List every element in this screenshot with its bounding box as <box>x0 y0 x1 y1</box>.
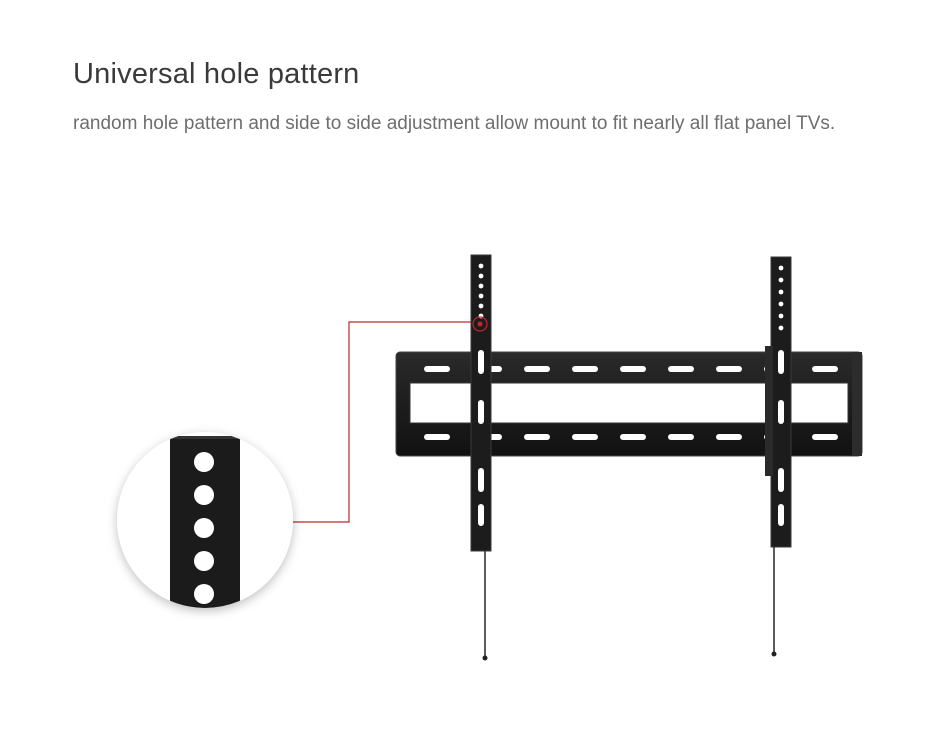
zoom-callout-circle <box>117 432 293 608</box>
page-title: Universal hole pattern <box>73 58 360 90</box>
page-subtitle: random hole pattern and side to side adj… <box>73 113 836 134</box>
left-vertical-arm <box>470 254 492 661</box>
right-vertical-arm <box>765 256 792 657</box>
callout-leader-line <box>289 321 474 523</box>
wall-plate <box>395 351 863 457</box>
